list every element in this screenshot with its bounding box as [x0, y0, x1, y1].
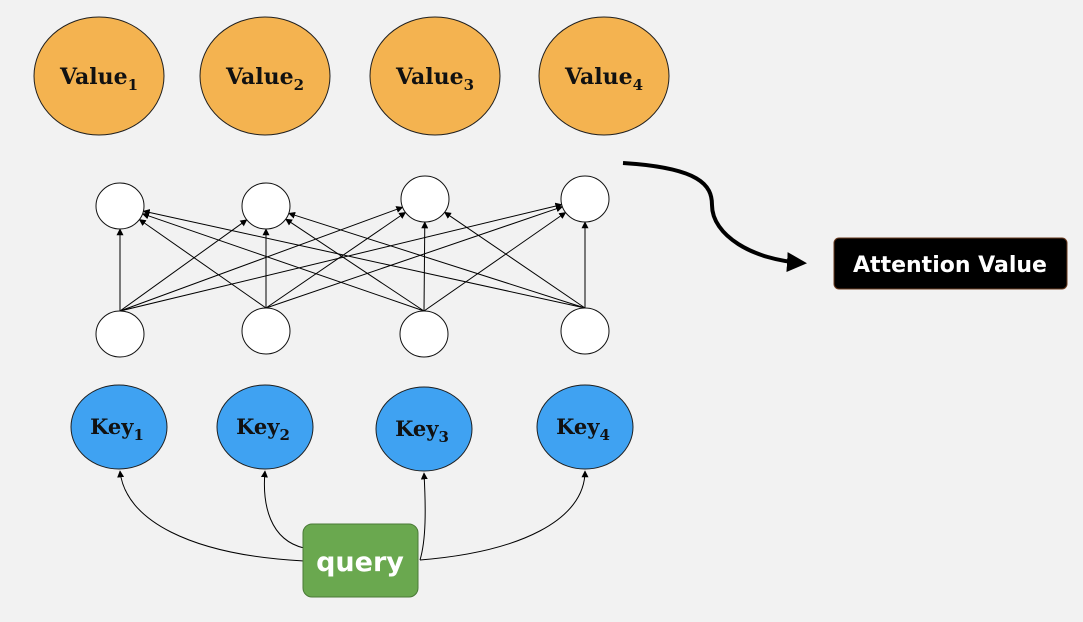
query-arrow-key-4 — [419, 470, 589, 561]
network-connections — [116, 202, 589, 312]
query-arrow-key-3 — [419, 472, 428, 561]
upper-hidden-layer — [95, 175, 610, 230]
edge-lower-4-to-upper-3 — [444, 211, 586, 309]
edge-lower-3-to-upper-2 — [285, 218, 425, 312]
lower-hidden-layer — [95, 307, 610, 358]
key-node-3: Key3 — [375, 386, 473, 472]
edge-lower-1-to-upper-4 — [119, 202, 563, 312]
edge-lower-3-to-upper-4 — [423, 212, 567, 312]
key-node-4-ellipse — [536, 384, 634, 470]
attention-value-box: Attention Value — [833, 237, 1068, 290]
edge-lower-3-to-upper-1 — [141, 212, 425, 312]
output-arrow — [622, 161, 807, 273]
attention-value-label: Attention Value — [853, 253, 1047, 278]
lower-neuron-4 — [560, 307, 610, 355]
query-box-rect — [302, 523, 419, 598]
value-node-1: Value1 — [33, 16, 165, 136]
query-arrow-key-1 — [117, 470, 305, 562]
upper-neuron-1 — [95, 182, 145, 230]
key-node-4-label: Key4 — [556, 414, 610, 444]
value-node-3-label: Value3 — [395, 64, 474, 94]
lower-neuron-3 — [399, 310, 449, 358]
query-to-key-arrows — [117, 470, 589, 562]
query-box: query — [302, 523, 419, 598]
edge-lower-2-to-upper-3 — [265, 211, 407, 309]
attention-value-rect — [833, 237, 1068, 290]
key-node-3-ellipse — [375, 386, 473, 472]
lower-neuron-2 — [241, 307, 291, 355]
upper-neuron-4 — [560, 175, 610, 223]
edge-lower-4-to-upper-1 — [142, 209, 586, 309]
lower-neuron-1 — [95, 310, 145, 358]
upper-neuron-2 — [241, 182, 291, 230]
edge-lower-2-to-upper-4 — [265, 205, 564, 309]
edge-lower-3-to-upper-3 — [421, 221, 429, 312]
value-node-4-label: Value4 — [564, 64, 643, 94]
key-node-1-ellipse — [70, 384, 168, 470]
value-node-4: Value4 — [538, 16, 670, 136]
key-node-2-label: Key2 — [236, 414, 290, 444]
key-node-3-label: Key3 — [395, 416, 449, 446]
query-label: query — [316, 547, 404, 578]
edge-lower-1-to-upper-2 — [119, 219, 248, 312]
value-node-1-label: Value1 — [59, 64, 138, 94]
value-node-1-ellipse — [33, 16, 165, 136]
value-node-3: Value3 — [369, 16, 501, 136]
value-node-2-label: Value2 — [225, 64, 304, 94]
key-node-1: Key1 — [70, 384, 168, 470]
value-node-2: Value2 — [199, 16, 331, 136]
value-node-2-ellipse — [199, 16, 331, 136]
key-node-1-label: Key1 — [90, 414, 144, 444]
value-node-3-ellipse — [369, 16, 501, 136]
edge-lower-2-to-upper-1 — [138, 219, 267, 309]
value-node-4-ellipse — [538, 16, 670, 136]
key-node-2: Key2 — [216, 384, 314, 470]
query-arrow-key-2 — [260, 470, 305, 549]
upper-neuron-3 — [400, 175, 450, 223]
key-node-2-ellipse — [216, 384, 314, 470]
edge-lower-1-to-upper-3 — [119, 206, 404, 312]
key-node-4: Key4 — [536, 384, 634, 470]
edge-lower-4-to-upper-2 — [288, 211, 586, 309]
